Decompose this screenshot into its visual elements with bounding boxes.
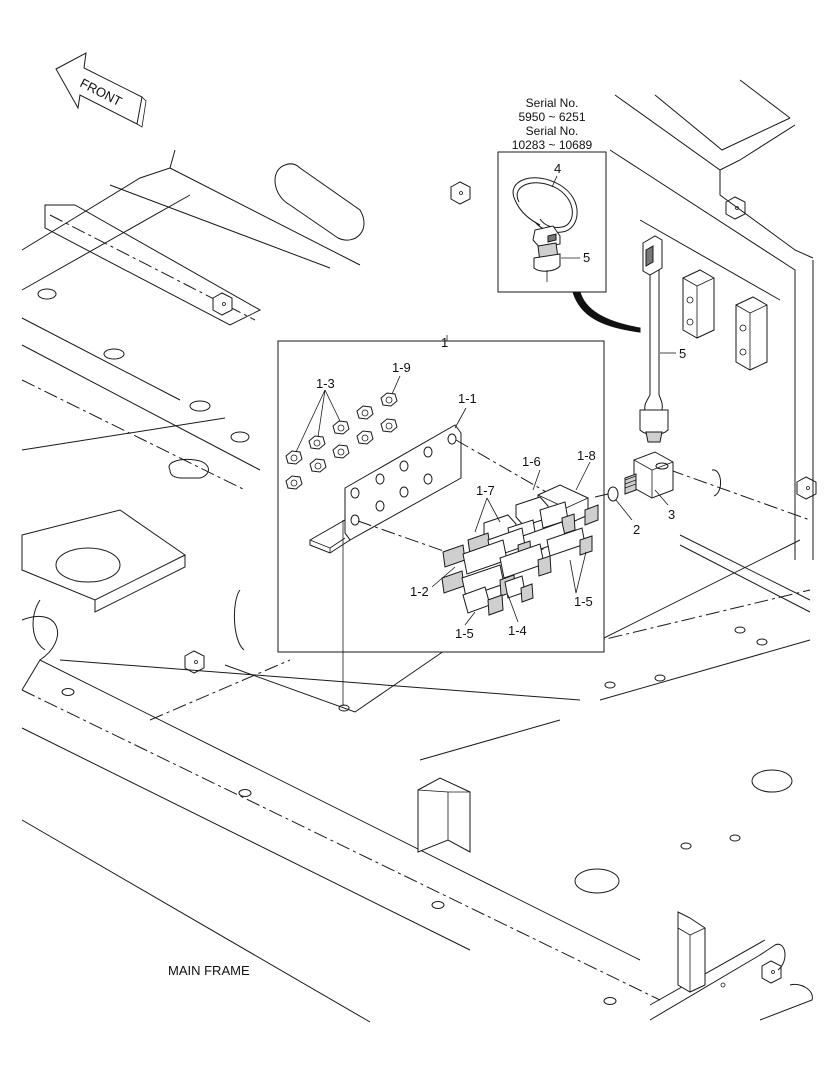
hex-nut-set	[285, 392, 398, 490]
cube-marker	[725, 196, 746, 220]
cube-marker	[450, 181, 471, 205]
callout-1-5-lower: 1-5	[455, 626, 474, 641]
adapter-block	[624, 451, 674, 499]
serial-note: Serial No. 5950 ~ 6251 Serial No. 10283 …	[512, 96, 593, 152]
mounting-bracket	[309, 424, 462, 554]
callout-1-4: 1-4	[508, 623, 527, 638]
hex-nut	[356, 430, 374, 445]
callout-1-2: 1-2	[410, 584, 429, 599]
serial-line-3: Serial No.	[526, 124, 579, 138]
cube-marker	[796, 476, 817, 500]
callout-1-5-right: 1-5	[574, 594, 593, 609]
serial-line-2: 5950 ~ 6251	[518, 110, 585, 124]
angle-bracket	[417, 777, 471, 853]
pressure-switch-loop-part	[512, 177, 578, 282]
hex-nut	[285, 475, 303, 490]
callout-1-8: 1-8	[577, 448, 596, 463]
callout-1-7: 1-7	[476, 483, 495, 498]
callout-1-6: 1-6	[522, 454, 541, 469]
main-frame-drawing	[21, 79, 817, 1023]
hex-nut	[308, 435, 326, 450]
hex-nut	[332, 444, 350, 459]
o-ring	[607, 486, 619, 502]
callout-1-3: 1-3	[316, 376, 335, 391]
callout-2: 2	[633, 522, 640, 537]
front-direction-arrow: FRONT	[55, 52, 147, 128]
cube-marker	[212, 292, 233, 316]
angle-bracket	[677, 911, 706, 993]
sensor-harness	[639, 235, 669, 443]
inset-pointer-arrow	[572, 291, 641, 333]
main-frame-label: MAIN FRAME	[168, 963, 250, 978]
hex-nut	[285, 450, 303, 465]
bracket-block	[682, 269, 715, 339]
hex-nut	[332, 420, 350, 435]
serial-line-1: Serial No.	[526, 96, 579, 110]
callout-5-inset: 5	[583, 250, 590, 265]
cube-marker	[761, 960, 782, 984]
hex-nut	[380, 418, 398, 433]
bracket-block	[735, 296, 768, 371]
fitting-set	[441, 484, 599, 616]
callout-1: 1	[441, 335, 448, 350]
hex-nut	[309, 458, 327, 473]
hex-nut	[380, 392, 398, 407]
callout-3: 3	[668, 507, 675, 522]
callout-1-1: 1-1	[458, 391, 477, 406]
hex-nut	[356, 405, 374, 420]
callout-5-harness: 5	[679, 346, 686, 361]
callout-1-9: 1-9	[392, 360, 411, 375]
serial-line-4: 10283 ~ 10689	[512, 138, 593, 152]
serial-inset-box	[497, 151, 607, 293]
cube-marker	[184, 650, 205, 674]
callout-4: 4	[554, 161, 561, 176]
